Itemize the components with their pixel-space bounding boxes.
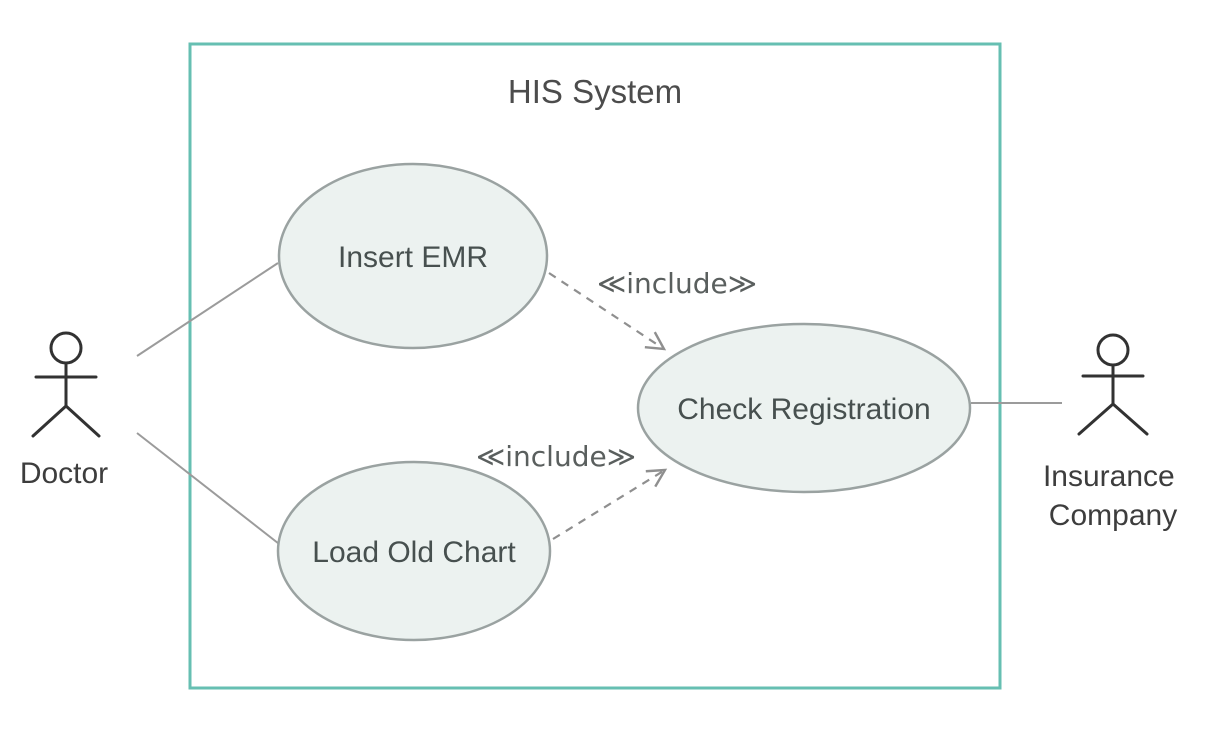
actor-insurance-company-label: Insurance Company [1043, 460, 1183, 532]
actor-doctor: Doctor [20, 331, 108, 490]
system-title: HIS System [508, 73, 682, 110]
include-stereotype-label-top: ≪include≫ [597, 267, 757, 300]
include-arrow-load-old-chart-to-check-registration [552, 468, 668, 540]
include-stereotype-label-bottom: ≪include≫ [476, 440, 636, 473]
actor-doctor-label: Doctor [20, 457, 108, 490]
actor-insurance-company: Insurance Company [1043, 333, 1183, 532]
usecase-check-registration-label: Check Registration [677, 393, 930, 426]
system-boundary-box [188, 42, 1002, 690]
doctor-actor-icon [31, 331, 101, 438]
insurance-company-actor-icon [1077, 333, 1149, 436]
insurance-actor-leg-right [1111, 402, 1149, 436]
usecase-insert-emr [277, 162, 549, 350]
include-arrow-insert-emr-to-check-registration [548, 272, 667, 351]
insurance-actor-leg-left [1077, 402, 1115, 436]
usecase-check-registration [636, 322, 972, 494]
usecase-load-old-chart [276, 460, 552, 642]
doctor-actor-leg-left [31, 404, 68, 438]
association-doctor-load-old-chart [136, 432, 284, 548]
doctor-actor-leg-right [64, 404, 101, 438]
actor-insurance-label-line2: Company [1049, 499, 1177, 532]
doctor-actor-head [49, 331, 83, 365]
actor-insurance-label-line1: Insurance [1043, 460, 1175, 493]
insurance-actor-head [1096, 333, 1130, 367]
usecase-insert-emr-label: Insert EMR [338, 241, 488, 274]
association-doctor-insert-emr [136, 262, 279, 357]
usecase-load-old-chart-label: Load Old Chart [312, 536, 516, 569]
